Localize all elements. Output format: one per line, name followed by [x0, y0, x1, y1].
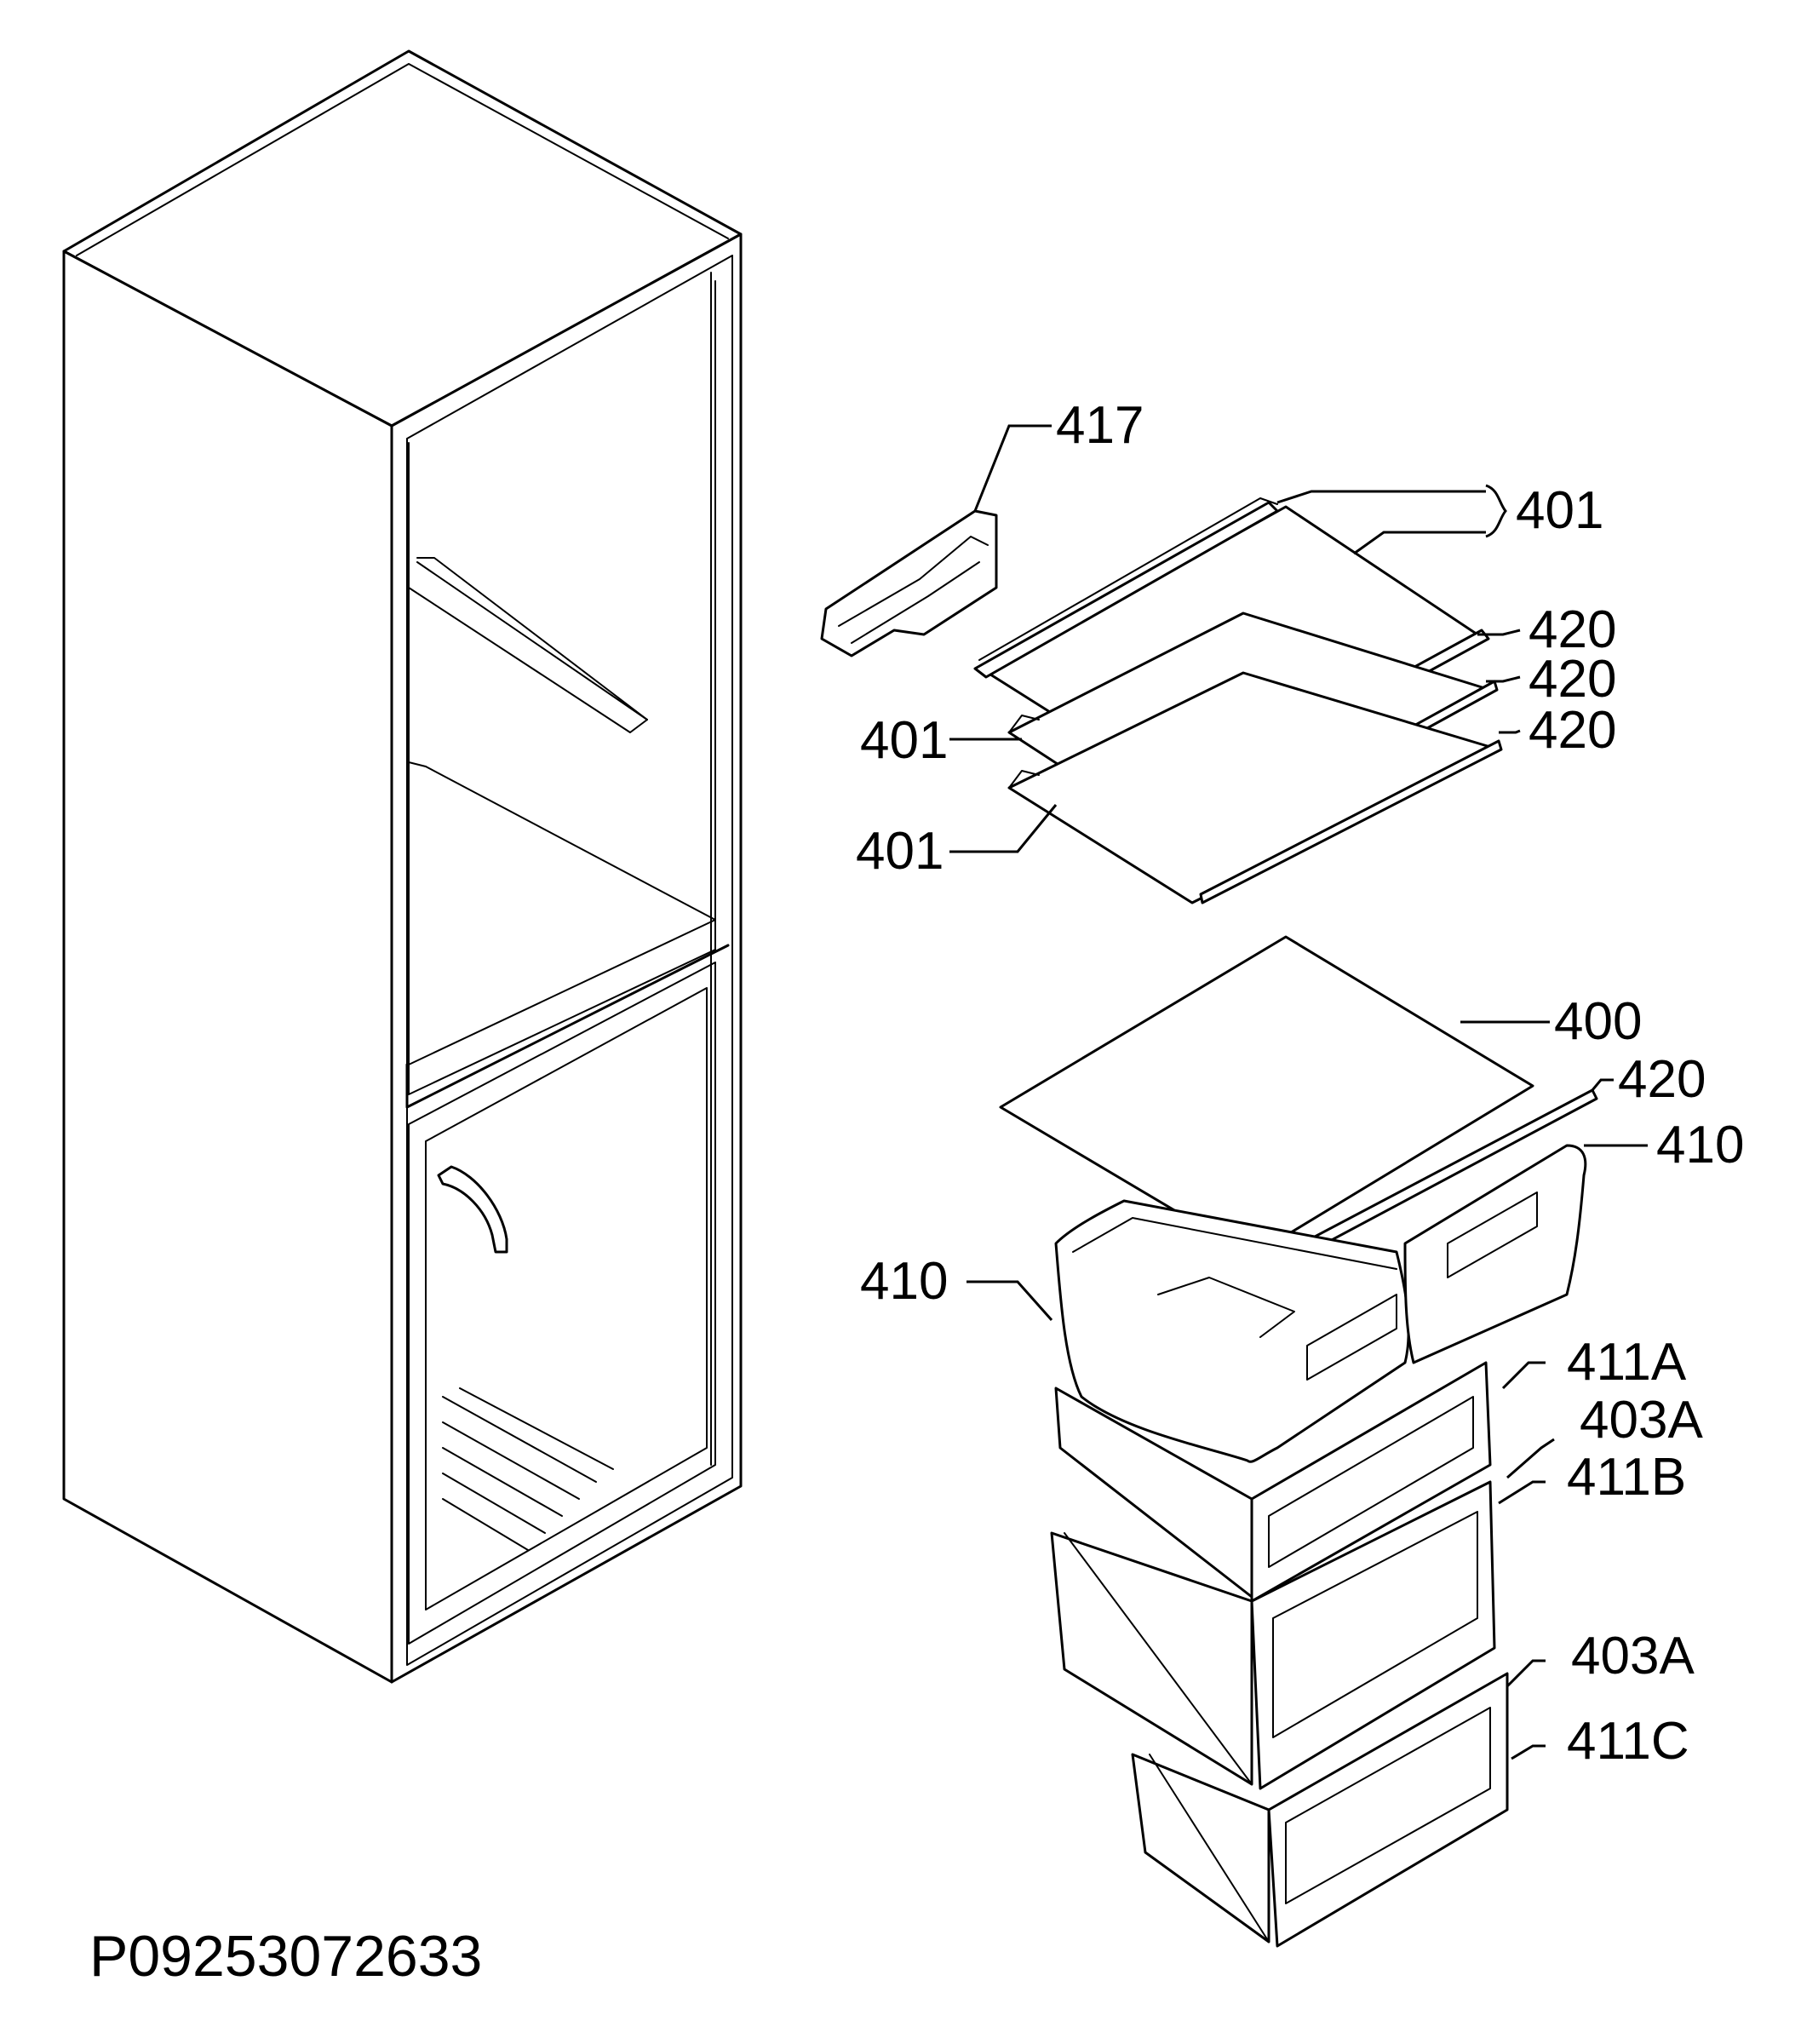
part-411B-drawer: [1050, 1480, 1496, 1790]
label-420-b: 420: [1529, 650, 1616, 709]
label-403A-top: 403A: [1580, 1391, 1703, 1450]
part-410-crisper-drawers: [1054, 1144, 1587, 1463]
label-410-left: 410: [860, 1252, 948, 1311]
label-401-lower: 401: [856, 822, 944, 881]
leader-lines: [949, 424, 1648, 1760]
label-411A: 411A: [1567, 1333, 1687, 1392]
part-411C-drawer: [1131, 1672, 1509, 1948]
label-401-middle: 401: [860, 711, 948, 770]
fridge-cabinet: [62, 49, 743, 1684]
label-411C: 411C: [1567, 1712, 1689, 1771]
part-411A-drawer: [1054, 1361, 1492, 1603]
label-410-right: 410: [1656, 1116, 1744, 1174]
label-411B: 411B: [1567, 1448, 1686, 1507]
label-403A-bottom: 403A: [1571, 1627, 1695, 1685]
part-400-glass-shelf: [999, 935, 1534, 1258]
label-417: 417: [1056, 396, 1144, 455]
label-400: 400: [1554, 992, 1642, 1051]
label-401-top: 401: [1516, 481, 1603, 540]
part-417-bracket: [820, 509, 998, 657]
label-420-d: 420: [1618, 1050, 1706, 1109]
label-420-c: 420: [1529, 701, 1616, 760]
document-id: P09253072633: [89, 1924, 482, 1989]
part-401-glass-shelf-lower: [1007, 671, 1503, 904]
label-420-a: 420: [1529, 600, 1616, 659]
callout-labels: 417 401 420 420 420 401 401 400 420 410 …: [856, 396, 1744, 1771]
